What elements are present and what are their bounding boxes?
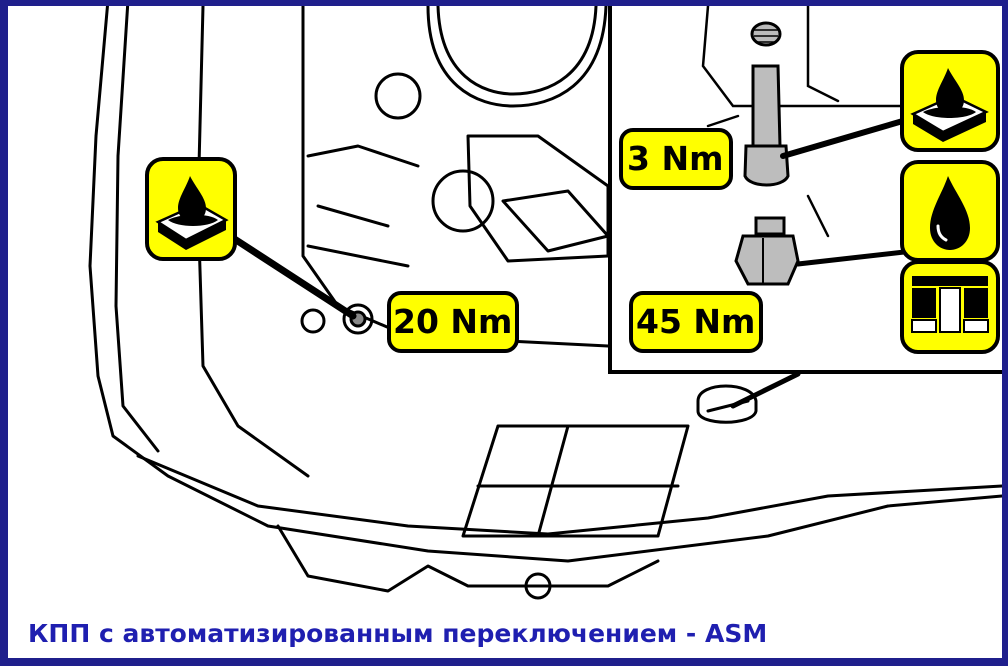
bell-opening (426, 6, 608, 108)
drain-pointer (229, 234, 357, 320)
diagram-caption: КПП с автоматизированным переключением -… (28, 619, 768, 648)
bolt-thread-lines (754, 29, 778, 43)
fill-plug-hex (734, 234, 800, 286)
oil-on-seal-icon (145, 157, 237, 261)
casting-ledge (306, 144, 420, 268)
fill-torque-box (629, 291, 763, 353)
drain-torque-label: 20 Nm (393, 302, 513, 341)
bottom-edge (136, 454, 1002, 536)
lower-boss (524, 572, 552, 600)
grid-panel (461, 424, 690, 538)
inset-part-contour (706, 114, 830, 238)
oil-drop-icon (900, 160, 1000, 262)
inset-part-outline (701, 6, 910, 108)
housing-inner-edge (114, 6, 160, 453)
fill-torque-label: 45 Nm (636, 302, 756, 341)
bolt-thread-top (750, 21, 782, 47)
check-bolt-pointer (780, 115, 916, 159)
seal-ring-icon (900, 260, 1000, 354)
check-bolt (751, 64, 782, 148)
casting-boss-small (374, 72, 422, 120)
drain-plug (342, 303, 374, 335)
transmission-diagram (88, 6, 1002, 600)
casting-window-inner (501, 189, 610, 253)
check-torque-label: 3 Nm (627, 139, 724, 178)
check-torque-box (619, 128, 733, 190)
casting-boss (431, 169, 495, 233)
fill-pointer (730, 371, 801, 409)
oil-on-seal-icon-inset (900, 50, 1000, 152)
drain-torque-box (387, 291, 519, 353)
housing-rib (196, 6, 310, 478)
bell-inner (436, 6, 598, 96)
check-bolt-head (743, 144, 790, 187)
mount-hole (300, 308, 326, 334)
housing-outline (88, 6, 1002, 563)
lower-pan (276, 524, 660, 593)
fill-plug-base (696, 384, 758, 424)
fill-plug-pointer (795, 248, 916, 267)
fill-plug-thread (754, 216, 786, 236)
